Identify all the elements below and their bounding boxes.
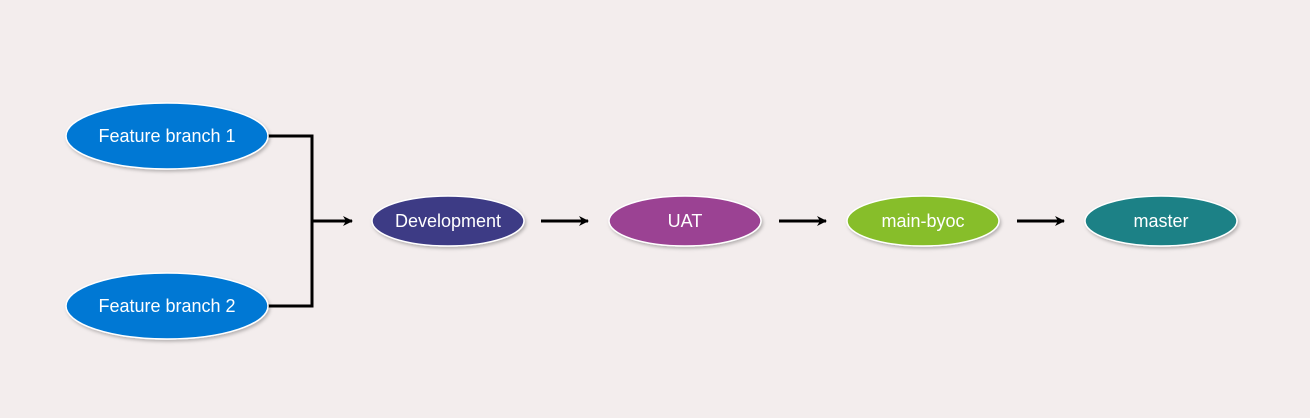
node-master: master: [1084, 195, 1238, 247]
node-label-development: Development: [395, 211, 501, 231]
node-feature-branch-1: Feature branch 1: [65, 102, 269, 170]
connector-feature-branch-1-to-development: [268, 134, 353, 226]
connector-feature-branch-2-to-development: [268, 221, 314, 308]
node-label-feature-branch-1: Feature branch 1: [98, 126, 235, 146]
node-development: Development: [371, 195, 525, 247]
node-uat: UAT: [608, 195, 762, 247]
node-label-feature-branch-2: Feature branch 2: [98, 296, 235, 316]
node-label-uat: UAT: [668, 211, 703, 231]
node-feature-branch-2: Feature branch 2: [65, 272, 269, 340]
node-label-master: master: [1133, 211, 1188, 231]
node-label-main-byoc: main-byoc: [881, 211, 964, 231]
node-main-byoc: main-byoc: [846, 195, 1000, 247]
